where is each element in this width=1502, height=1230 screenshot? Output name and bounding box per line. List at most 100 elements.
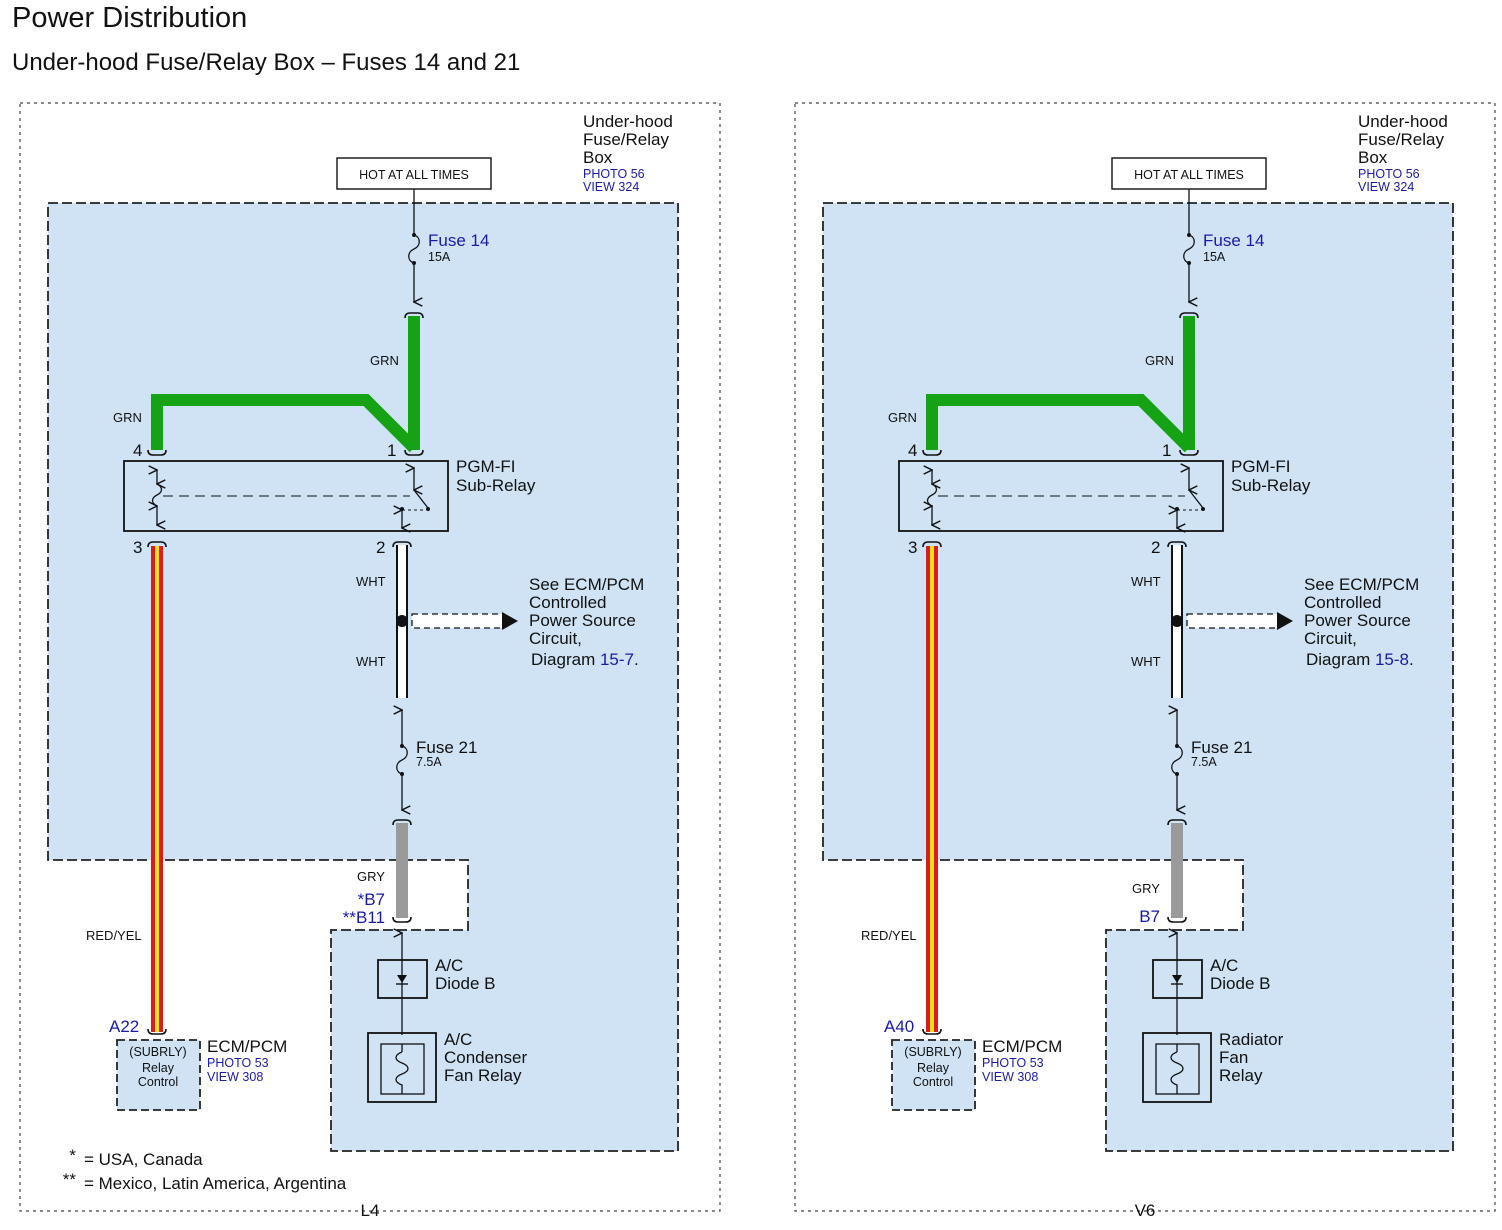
see-ecm-text-line: Power Source: [529, 611, 636, 630]
fan-relay-label-line: Radiator: [1219, 1030, 1284, 1049]
diagram-reference: Diagram 15-7.: [531, 650, 639, 669]
see-ecm-text-line: Controlled: [529, 593, 607, 612]
branch-arrow-shaft: [411, 613, 505, 629]
pgm-fi-sub-relay-box: [123, 460, 449, 532]
gry-wire-top-cap: [1167, 819, 1187, 826]
diode-symbol: [397, 975, 407, 983]
pin-3-number: 3: [908, 538, 917, 557]
fan-relay-label-line: Condenser: [444, 1048, 528, 1067]
pin-4-number: 4: [133, 441, 142, 460]
splice-point: [396, 615, 408, 627]
gry-wire-top-cap: [392, 819, 412, 826]
pin-3-number: 3: [133, 538, 142, 557]
grn-wire-top-cap: [1179, 312, 1199, 319]
fuse-14-symbol-dot-bottom: [1187, 261, 1191, 265]
panel-frame: [794, 102, 1496, 1212]
diagram-ref-link[interactable]: 15-7: [600, 650, 634, 669]
fuse-14-symbol-dot-bottom: [412, 261, 416, 265]
pin-4-cap: [147, 449, 167, 456]
diagram-ref-prefix: Diagram: [1306, 650, 1375, 669]
fuse-21-symbol-dot-top: [400, 744, 404, 748]
page-subtitle: Under-hood Fuse/Relay Box – Fuses 14 and…: [12, 49, 521, 76]
pin-1-number: 1: [387, 441, 396, 460]
wire-label-redyel: RED/YEL: [861, 928, 917, 943]
fuse-14-rating: 15A: [1203, 250, 1226, 264]
wire-label-wht-lower: WHT: [356, 654, 386, 669]
box-photo-ref: PHOTO 56: [1358, 167, 1420, 181]
ecm-pcm-label: ECM/PCM: [207, 1037, 287, 1056]
ac-diode-b-box: [377, 959, 428, 999]
ac-diode-b-box: [1152, 959, 1203, 999]
pin-2-cap: [392, 541, 412, 548]
fuse-relay-box-region: [822, 202, 1454, 1152]
fan-relay-label-line: Fan Relay: [444, 1066, 522, 1085]
diagram-ref-suffix: .: [1409, 650, 1414, 669]
ecm-view-ref: VIEW 308: [207, 1070, 263, 1084]
footnote-mark: **: [63, 1170, 77, 1189]
diode-label-line: A/C: [1210, 956, 1238, 975]
hot-at-all-times-label: HOT AT ALL TIMES: [359, 168, 469, 182]
pin-2-number: 2: [1151, 538, 1160, 557]
wire-label-wht: WHT: [356, 574, 386, 589]
wire-label-gry: GRY: [357, 869, 385, 884]
relay-switch-blade: [413, 489, 429, 509]
fuse-21-name: Fuse 21: [1191, 738, 1252, 757]
diode-label-line: A/C: [435, 956, 463, 975]
ecm-view-ref: VIEW 308: [982, 1070, 1038, 1084]
connector-a-label: A22: [109, 1017, 139, 1036]
wire-label-grn: GRN: [1145, 353, 1174, 368]
connector-b-label: *B7: [358, 890, 385, 909]
diagram-ref-suffix: .: [634, 650, 639, 669]
ecm-photo-ref: PHOTO 53: [982, 1056, 1044, 1070]
relay-label-line: PGM-FI: [1231, 457, 1291, 476]
splice-point: [1171, 615, 1183, 627]
hot-at-all-times-box: [336, 157, 492, 190]
relay-control-line: Relay: [917, 1061, 950, 1075]
conn-a-cap: [922, 1028, 942, 1035]
ecm-pcm-label: ECM/PCM: [982, 1037, 1062, 1056]
relay-switch-blade: [1188, 489, 1204, 509]
box-label-line: Under-hood: [583, 112, 673, 131]
box-label-line: Box: [583, 148, 613, 167]
pin-2-number: 2: [376, 538, 385, 557]
footnote-text: = USA, Canada: [84, 1150, 203, 1169]
relay-label-line: PGM-FI: [456, 457, 516, 476]
connector-a-label: A40: [884, 1017, 914, 1036]
hot-at-all-times-box: [1111, 157, 1267, 190]
fan-relay-label-line: Fan: [1219, 1048, 1248, 1067]
see-ecm-text-line: See ECM/PCM: [1304, 575, 1419, 594]
ecm-photo-ref: PHOTO 53: [207, 1056, 269, 1070]
fuse-21-rating: 7.5A: [1191, 755, 1217, 769]
pin-4-number: 4: [908, 441, 917, 460]
connector-b-label: B7: [1139, 907, 1160, 926]
fan-relay-box: [1142, 1032, 1212, 1103]
pin-1-number: 1: [1162, 441, 1171, 460]
wire-label-grn: GRN: [370, 353, 399, 368]
wire-label-grn-branch: GRN: [113, 410, 142, 425]
fuse-21-symbol-dot-bottom: [400, 772, 404, 776]
fuse-21-symbol: [1171, 730, 1183, 790]
see-ecm-text-line: Controlled: [1304, 593, 1382, 612]
fuse-14-symbol-dot-top: [1187, 233, 1191, 237]
fuse-relay-box-region: [47, 202, 679, 1152]
fuse-21-symbol: [396, 730, 408, 790]
fan-relay-box: [367, 1032, 437, 1103]
relay-control-line: Control: [913, 1075, 953, 1089]
ecm-pcm-box: [891, 1039, 976, 1111]
conn-a-cap: [147, 1028, 167, 1035]
diagram-ref-prefix: Diagram: [531, 650, 600, 669]
footnote-mark: *: [69, 1146, 76, 1165]
relay-label-line: Sub-Relay: [456, 476, 536, 495]
fuse-14-symbol-dot-top: [412, 233, 416, 237]
diode-label-line: Diode B: [1210, 974, 1270, 993]
wire-label-grn-branch: GRN: [888, 410, 917, 425]
diode-symbol: [1172, 975, 1182, 983]
diagram-ref-link[interactable]: 15-8: [1375, 650, 1409, 669]
pin-3-cap: [922, 541, 942, 548]
box-photo-ref: PHOTO 56: [583, 167, 645, 181]
fuse-14-rating: 15A: [428, 250, 451, 264]
subrly-label: (SUBRLY): [904, 1045, 961, 1059]
diagram-reference: Diagram 15-8.: [1306, 650, 1414, 669]
